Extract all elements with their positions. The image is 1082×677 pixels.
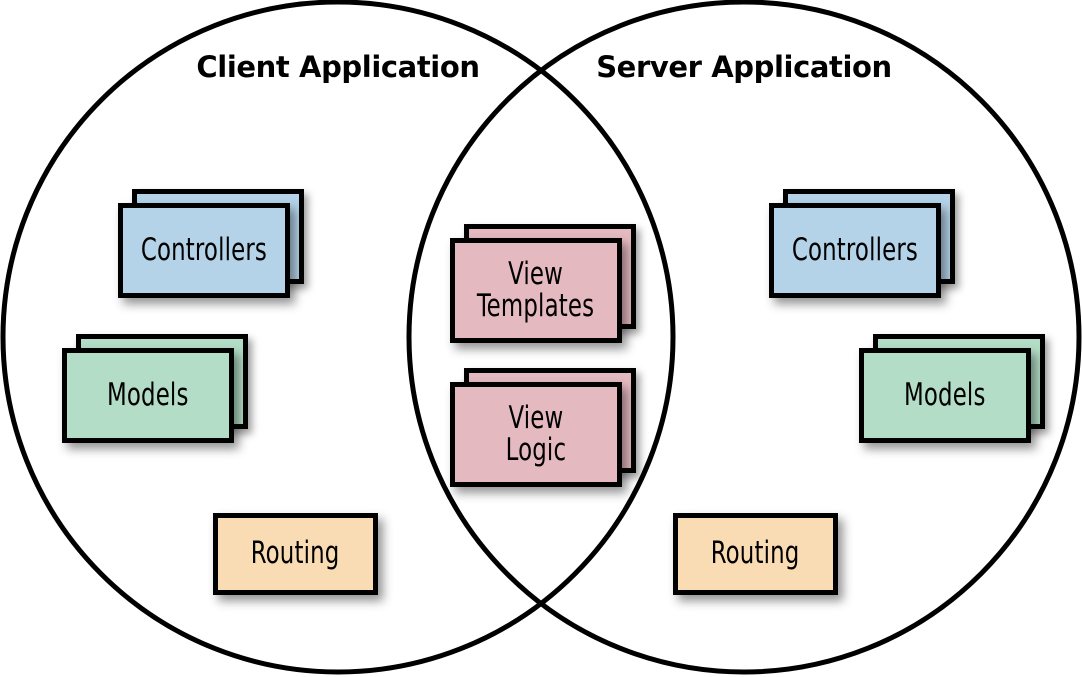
client-application-circle bbox=[0, 0, 676, 675]
node-label: Controllers bbox=[791, 231, 919, 268]
card-front-sheet: Routing bbox=[673, 513, 838, 595]
node-label: View Templates bbox=[477, 255, 595, 324]
card-front-sheet: Routing bbox=[213, 513, 378, 595]
node-shared-view-templates[interactable]: View Templates bbox=[450, 224, 636, 343]
server-application-circle bbox=[406, 0, 1082, 675]
node-client-controllers[interactable]: Controllers bbox=[118, 189, 304, 298]
card-front-sheet: View Logic bbox=[450, 382, 622, 487]
card-front-sheet: Models bbox=[62, 348, 234, 443]
node-shared-view-logic[interactable]: View Logic bbox=[450, 368, 636, 487]
node-label: Models bbox=[904, 376, 986, 413]
node-client-models[interactable]: Models bbox=[62, 334, 248, 443]
node-label: Routing bbox=[251, 535, 340, 572]
node-server-routing[interactable]: Routing bbox=[673, 513, 838, 595]
node-label: Routing bbox=[711, 535, 800, 572]
node-client-routing[interactable]: Routing bbox=[213, 513, 378, 595]
card-front-sheet: Models bbox=[859, 348, 1031, 443]
node-label: View Logic bbox=[505, 399, 567, 468]
server-application-title: Server Application bbox=[596, 50, 892, 84]
node-label: Models bbox=[107, 376, 189, 413]
node-server-controllers[interactable]: Controllers bbox=[769, 189, 955, 298]
node-label: Controllers bbox=[140, 231, 268, 268]
node-server-models[interactable]: Models bbox=[859, 334, 1045, 443]
client-application-title: Client Application bbox=[196, 50, 480, 84]
card-front-sheet: Controllers bbox=[118, 203, 290, 298]
card-front-sheet: View Templates bbox=[450, 238, 622, 343]
card-front-sheet: Controllers bbox=[769, 203, 941, 298]
